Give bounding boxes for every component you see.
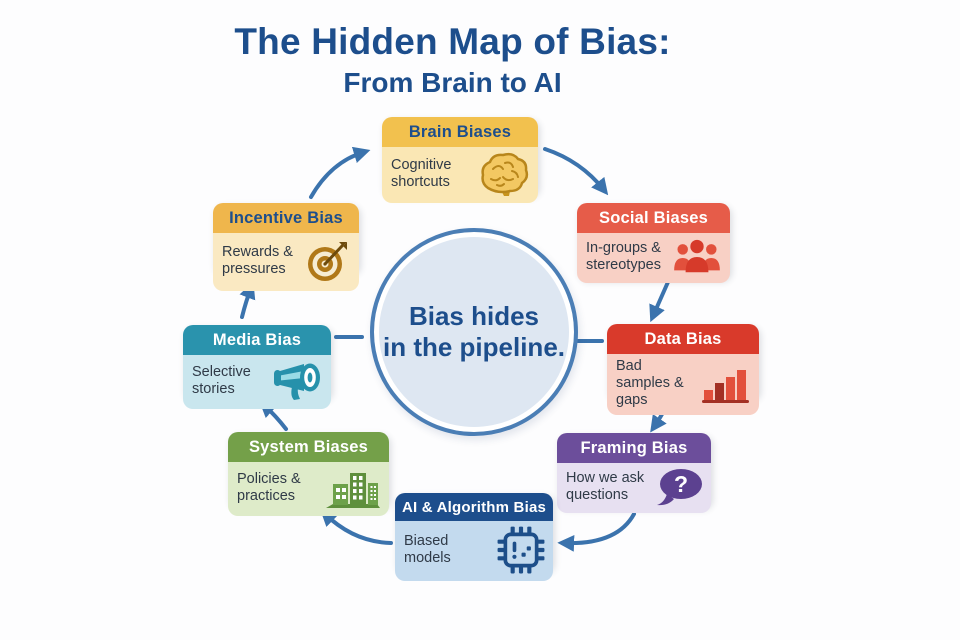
arrow-social-to-data: [649, 280, 670, 323]
node-title: System Biases: [228, 432, 389, 462]
bar-chart-icon: [700, 364, 752, 404]
node-title: Social Biases: [577, 203, 730, 233]
arrow-ai-to-system: [320, 509, 393, 545]
node-title: AI & Algorithm Bias: [395, 493, 553, 521]
node-data-bias: Data Bias Bad samples & gaps: [607, 324, 759, 416]
center-line-2: in the pipeline.: [382, 332, 565, 362]
title-line-1: The Hidden Map of Bias:: [234, 21, 671, 62]
question-bubble-icon: ?: [654, 467, 704, 507]
title-line-2: From Brain to AI: [343, 66, 562, 98]
node-framing-bias: Framing Bias How we ask questions ?: [557, 433, 711, 513]
megaphone-icon: [272, 359, 324, 403]
node-system-biases: System Biases Policies & practices: [228, 432, 389, 516]
node-media-bias: Media Bias Selective stories: [183, 325, 331, 409]
node-subtitle: In-groups & stereotypes: [586, 239, 661, 273]
buildings-icon: [324, 466, 382, 510]
node-title: Data Bias: [607, 324, 759, 354]
node-subtitle: Cognitive shortcuts: [391, 156, 452, 190]
node-title: Brain Biases: [382, 117, 538, 147]
node-subtitle: Policies & practices: [237, 470, 301, 504]
node-subtitle: Bad samples & gaps: [616, 358, 684, 409]
people-icon: [671, 237, 723, 277]
node-subtitle: How we ask questions: [566, 469, 645, 503]
node-ai-algorithm-bias: AI & Algorithm Bias Biased models: [395, 493, 553, 581]
node-subtitle: Biased models: [404, 532, 451, 566]
chip-icon: [496, 525, 546, 575]
node-title: Incentive Bias: [213, 203, 359, 233]
arrow-brain-to-social: [543, 147, 609, 196]
arrow-framing-to-ai: [557, 512, 636, 552]
node-subtitle: Selective stories: [192, 363, 251, 397]
node-subtitle: Rewards & pressures: [222, 243, 293, 277]
brain-icon: [479, 151, 531, 197]
node-title: Media Bias: [183, 325, 331, 355]
center-statement: Bias hides in the pipeline.: [370, 228, 578, 436]
page-title: The Hidden Map of Bias: From Brain to AI: [0, 21, 905, 99]
node-incentive-bias: Incentive Bias Rewards & pressures: [213, 203, 359, 291]
svg-text:?: ?: [674, 471, 688, 497]
center-line-1: Bias hides: [408, 300, 540, 331]
target-icon: [304, 237, 352, 285]
arrow-incentive-to-brain: [309, 146, 371, 199]
arrow-media-to-incentive: [239, 281, 256, 319]
node-brain-biases: Brain Biases Cognitive shortcuts: [382, 117, 538, 203]
node-title: Framing Bias: [557, 433, 711, 463]
node-social-biases: Social Biases In-groups & stereotypes: [577, 203, 730, 283]
